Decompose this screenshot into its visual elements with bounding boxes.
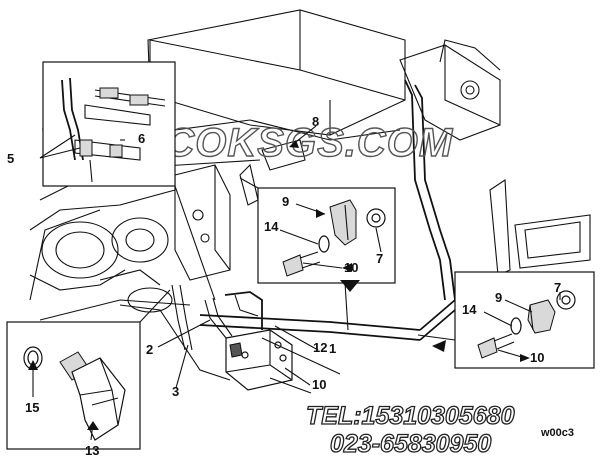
callout-2: 2 xyxy=(146,342,153,357)
callout-7-center: 7 xyxy=(376,251,383,266)
callout-15: 15 xyxy=(25,400,39,415)
callout-13: 13 xyxy=(85,443,99,458)
inset-detail-top-left xyxy=(42,61,176,187)
callout-9-right: 9 xyxy=(495,290,502,305)
engine-drawing xyxy=(29,9,591,381)
callout-6: 6 xyxy=(138,131,145,146)
callout-5: 5 xyxy=(7,151,14,166)
inset-detail-right xyxy=(454,271,595,369)
callout-arrows xyxy=(28,140,530,430)
callout-14-right: 14 xyxy=(462,302,477,317)
callout-numbers: 1 2 3 5 6 7 7 8 9 9 10 10 10 12 13 14 14… xyxy=(7,114,561,458)
inset-detail-bottom-left xyxy=(6,321,141,450)
callout-9-center: 9 xyxy=(282,194,289,209)
callout-10-right: 10 xyxy=(530,350,544,365)
callout-3: 3 xyxy=(172,384,179,399)
callout-8: 8 xyxy=(312,114,319,129)
callout-10-center: 10 xyxy=(344,260,358,275)
callout-1: 1 xyxy=(329,341,336,356)
phone-text: TEL:15310305680 xyxy=(306,402,515,430)
callout-7-right: 7 xyxy=(554,280,561,295)
phone-text-2: 023-65830950 xyxy=(330,430,491,458)
drawing-code: w00c3 xyxy=(540,427,574,439)
callout-12: 12 xyxy=(313,340,327,355)
callout-10-block: 10 xyxy=(312,377,326,392)
valve-block xyxy=(204,294,293,391)
inset-detail-center xyxy=(257,187,396,284)
callout-14-center: 14 xyxy=(264,219,279,234)
